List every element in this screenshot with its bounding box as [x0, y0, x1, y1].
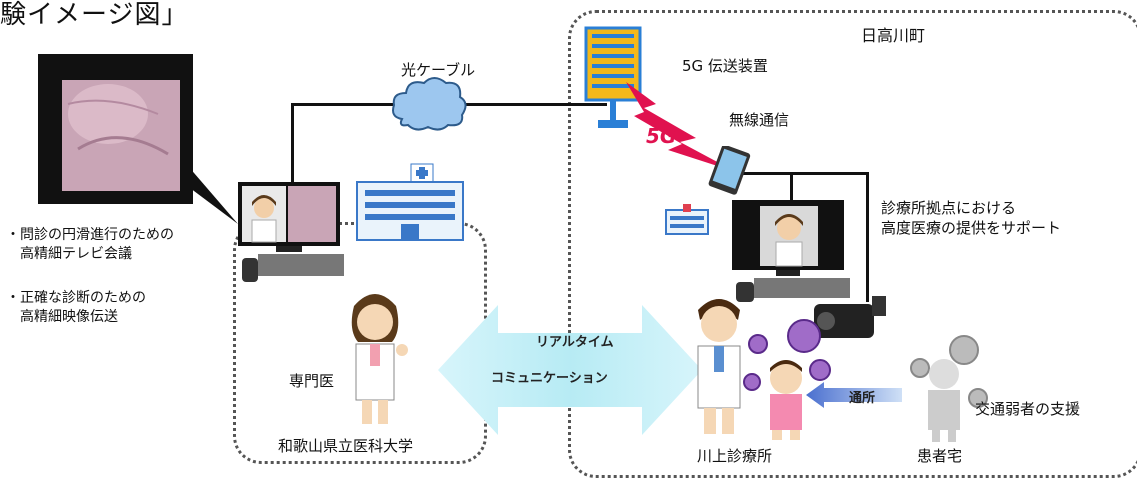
hospital-building-icon [356, 163, 464, 241]
tablet-cable-monitor [790, 172, 793, 208]
patient-with-virus-figure [743, 319, 831, 440]
support-weak-label: 交通弱者の支援 [975, 400, 1081, 418]
clinic-doctor-figure [697, 299, 741, 434]
page-title: 験イメージ図」 [0, 0, 189, 30]
bullet-video-transfer: ・正確な診断のための 高精細映像伝送 [6, 290, 146, 325]
support-label: 診療所拠点における 高度医療の提供をサポート [881, 199, 1062, 237]
visit-label: 通所 [849, 391, 876, 406]
wireless-label: 無線通信 [729, 111, 790, 129]
tablet-cable-camera [866, 172, 869, 302]
clinic-label: 川上診療所 [697, 447, 773, 465]
communication-label: コミュニケーション [491, 371, 608, 386]
five-g-label: 5G [646, 124, 677, 148]
visit-arrow [806, 382, 902, 408]
skin-closeup-image [38, 54, 238, 224]
patient-home-label: 患者宅 [917, 447, 963, 465]
tablet-icon [708, 146, 751, 195]
video-camera-icon [814, 296, 886, 338]
town-label: 日高川町 [861, 26, 926, 45]
bullet-videoconf: ・問診の円滑進行のための 高精細テレビ会議 [6, 227, 174, 262]
fiber-label: 光ケーブル [401, 61, 476, 79]
realtime-label: リアルタイム [536, 335, 614, 350]
device-5g-label: 5G 伝送装置 [682, 57, 768, 75]
fiber-cable-drop [291, 103, 294, 193]
specialist-doctor-figure [351, 294, 408, 424]
wireless-lightning-icon [626, 82, 736, 172]
realtime-communication-arrow [438, 305, 702, 435]
clinic-building-icon [665, 204, 709, 235]
tablet-cable [740, 172, 868, 175]
university-label: 和歌山県立医科大学 [278, 437, 414, 455]
right-tv-set [732, 200, 850, 302]
specialist-label: 専門医 [289, 372, 335, 390]
home-patient-figure [910, 335, 988, 442]
cloud-icon [392, 77, 467, 131]
left-tv-set [238, 182, 344, 282]
